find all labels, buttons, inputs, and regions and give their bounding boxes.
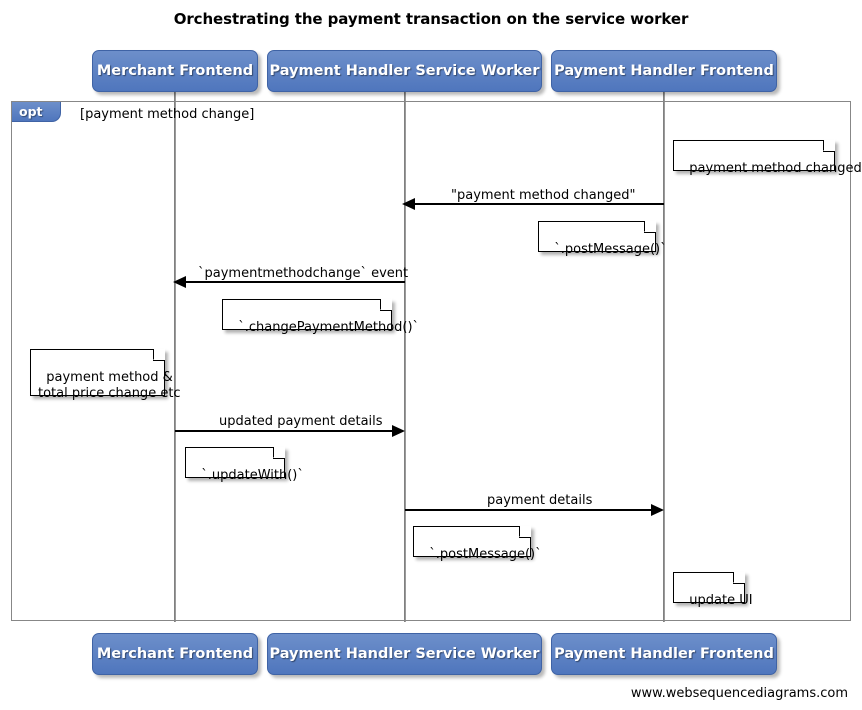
participant-label: Payment Handler Service Worker [269, 63, 540, 79]
participant-label: Payment Handler Service Worker [269, 646, 540, 662]
note-dogear-icon [644, 220, 656, 233]
note-text: `.updateWith()` [201, 468, 304, 483]
note-dogear-icon [519, 525, 531, 538]
note-text: `.postMessage()` [554, 242, 667, 257]
message-line-payment-details [405, 509, 652, 511]
participant-label: Merchant Frontend [96, 63, 254, 79]
note-text: payment method changed [689, 161, 862, 176]
lifeline-payment-handler-frontend [663, 92, 665, 622]
note-dogear-icon [153, 348, 165, 361]
participant-merchant-frontend-top[interactable]: Merchant Frontend [92, 50, 258, 92]
participant-merchant-frontend-bottom[interactable]: Merchant Frontend [92, 633, 258, 675]
message-arrowhead-payment-details [651, 504, 664, 516]
participant-payment-handler-service-worker-bottom[interactable]: Payment Handler Service Worker [267, 633, 542, 675]
page-title: Orchestrating the payment transaction on… [173, 10, 689, 28]
message-line-payment-method-changed [414, 203, 664, 205]
message-label-payment-details: payment details [487, 493, 593, 508]
opt-fragment-frame [11, 101, 851, 621]
message-line-updated-payment-details [175, 430, 393, 432]
participant-label: Merchant Frontend [96, 646, 254, 662]
footer-url: www.websequencediagrams.com [630, 686, 848, 701]
message-line-paymentmethodchange-event [186, 281, 405, 283]
note-payment-method-changed: payment method changed [673, 139, 862, 176]
note-text: update UI [689, 593, 753, 608]
message-label-updated-payment-details: updated payment details [219, 414, 383, 429]
note-change-payment-method: `.changePaymentMethod()` [222, 298, 419, 335]
note-text: `.changePaymentMethod()` [238, 320, 420, 335]
opt-fragment-label: opt [12, 102, 61, 122]
message-label-paymentmethodchange-event: `paymentmethodchange` event [198, 266, 409, 281]
note-dogear-icon [273, 446, 285, 459]
lifeline-merchant-frontend [174, 92, 176, 622]
note-dogear-icon [380, 298, 392, 311]
participant-payment-handler-frontend-bottom[interactable]: Payment Handler Frontend [551, 633, 777, 675]
message-label-payment-method-changed: "payment method changed" [451, 188, 636, 203]
note-payment-method-total-price-change: payment method & total price change etc [30, 348, 181, 401]
note-update-ui: update UI [673, 571, 753, 608]
lifeline-payment-handler-service-worker [404, 92, 406, 622]
opt-fragment-guard: [payment method change] [80, 107, 255, 122]
note-dogear-icon [823, 139, 835, 152]
note-post-message-service-worker: `.postMessage()` [538, 220, 667, 257]
note-dogear-icon [733, 571, 745, 584]
note-post-message-frontend: `.postMessage()` [413, 525, 542, 562]
note-update-with: `.updateWith()` [185, 446, 304, 483]
message-arrowhead-payment-method-changed [402, 198, 415, 210]
participant-label: Payment Handler Frontend [554, 63, 774, 79]
participant-payment-handler-frontend-top[interactable]: Payment Handler Frontend [551, 50, 777, 92]
note-text: `.postMessage()` [429, 547, 542, 562]
participant-label: Payment Handler Frontend [554, 646, 774, 662]
message-arrowhead-updated-payment-details [392, 425, 405, 437]
message-arrowhead-paymentmethodchange-event [173, 276, 186, 288]
note-text: payment method & total price change etc [38, 370, 181, 401]
participant-payment-handler-service-worker-top[interactable]: Payment Handler Service Worker [267, 50, 542, 92]
